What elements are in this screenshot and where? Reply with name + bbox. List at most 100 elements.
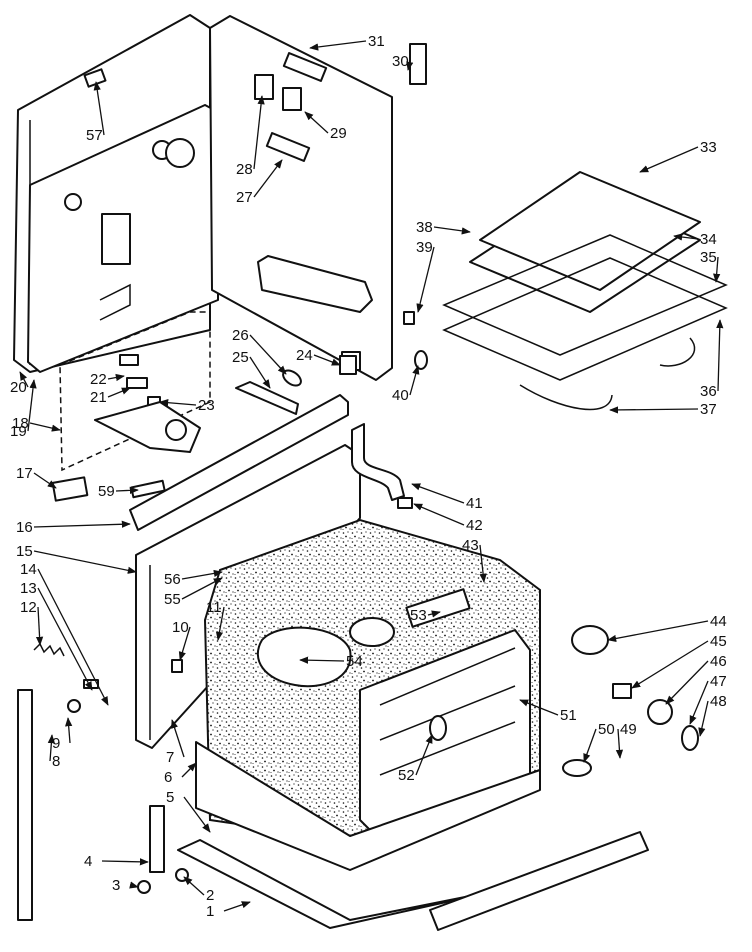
leader-line [253, 95, 265, 170]
callout-39: 39 [416, 239, 435, 313]
leader-line [115, 486, 139, 495]
callout-number: 29 [330, 125, 347, 142]
leader-line [129, 881, 139, 889]
leader-line [181, 569, 223, 580]
leader-line [519, 699, 559, 716]
washer-9 [67, 699, 81, 713]
callout-8: 8 [47, 734, 60, 770]
callout-number: 14 [20, 561, 37, 578]
leader-line [33, 550, 137, 574]
callout-number: 53 [410, 607, 427, 624]
leader-line [698, 700, 709, 737]
vent-tube [351, 423, 405, 501]
leader-line [29, 422, 61, 432]
callout-29: 29 [304, 111, 347, 142]
leader-line [37, 568, 109, 706]
callout-number: 1 [206, 903, 214, 920]
callout-number: 45 [710, 633, 727, 650]
callout-number: 25 [232, 349, 249, 366]
callout-53: 53 [410, 607, 441, 624]
leader-line [716, 319, 724, 392]
callout-15: 15 [16, 543, 137, 574]
leader-line [27, 379, 37, 432]
leader-line [639, 146, 699, 173]
callout-33: 33 [639, 139, 717, 173]
callout-number: 54 [346, 653, 363, 670]
callout-19: 19 [10, 379, 37, 440]
callout-number: 7 [166, 749, 174, 766]
bulb-cover [681, 725, 699, 751]
callout-31: 31 [309, 33, 385, 51]
bracket-17 [51, 476, 89, 502]
callout-24: 24 [296, 347, 341, 366]
callout-3: 3 [112, 877, 139, 894]
leader-line [183, 796, 211, 833]
callout-46: 46 [665, 653, 727, 705]
callout-number: 20 [10, 379, 27, 396]
callout-number: 57 [86, 127, 103, 144]
leader-line [223, 901, 251, 912]
callout-number: 9 [52, 735, 60, 752]
callout-52: 52 [398, 734, 433, 784]
callout-number: 21 [90, 389, 107, 406]
callout-number: 36 [700, 383, 717, 400]
callout-number: 43 [462, 537, 479, 554]
callout-number: 8 [52, 753, 60, 770]
callout-number: 56 [164, 571, 181, 588]
leader-line [689, 680, 709, 725]
callout-41: 41 [411, 483, 483, 512]
leader-line [299, 656, 345, 664]
callout-number: 40 [392, 387, 409, 404]
callout-number: 5 [166, 789, 174, 806]
callout-2: 2 [183, 876, 214, 904]
callout-number: 16 [16, 519, 33, 536]
kick-grille [429, 831, 649, 931]
connector-24 [339, 355, 357, 375]
callout-number: 34 [700, 231, 717, 248]
leader-line [107, 387, 131, 398]
knob-50 [562, 759, 592, 777]
callout-38: 38 [416, 219, 471, 236]
leader-line [93, 81, 105, 136]
leader-line [101, 858, 149, 866]
callout-number: 52 [398, 767, 415, 784]
door-strip [17, 689, 33, 921]
callout-6: 6 [164, 762, 197, 786]
callout-number: 59 [98, 483, 115, 500]
leader-line [33, 520, 131, 528]
callout-5: 5 [166, 789, 211, 833]
leader-line [615, 728, 624, 759]
callout-number: 17 [16, 465, 33, 482]
callout-number: 12 [20, 599, 37, 616]
leader-line [631, 640, 709, 689]
fitting-42 [397, 497, 413, 509]
callout-36: 36 [700, 319, 724, 400]
leader-line [181, 577, 223, 600]
leader-line [37, 587, 93, 691]
callout-11: 11 [206, 599, 225, 641]
callout-34: 34 [673, 231, 717, 248]
leader-line [411, 483, 465, 504]
leader-line [309, 40, 367, 51]
callout-number: 42 [466, 517, 483, 534]
control-assembly-outline [59, 311, 211, 472]
callout-51: 51 [519, 699, 577, 724]
callout-28: 28 [236, 95, 265, 178]
leader-line [181, 762, 197, 778]
callout-number: 4 [84, 853, 92, 870]
callout-number: 3 [112, 877, 120, 894]
callout-27: 27 [236, 159, 283, 206]
callout-55: 55 [164, 577, 223, 608]
callout-number: 19 [10, 423, 27, 440]
callout-number: 35 [700, 249, 717, 266]
callout-49: 49 [615, 721, 637, 759]
callout-number: 2 [206, 887, 214, 904]
callout-42: 42 [413, 503, 483, 534]
callout-number: 15 [16, 543, 33, 560]
callout-9: 9 [52, 717, 73, 752]
callout-number: 41 [466, 495, 483, 512]
temp-probe [235, 381, 299, 415]
callout-13: 13 [20, 580, 93, 691]
leader-line [413, 503, 465, 526]
